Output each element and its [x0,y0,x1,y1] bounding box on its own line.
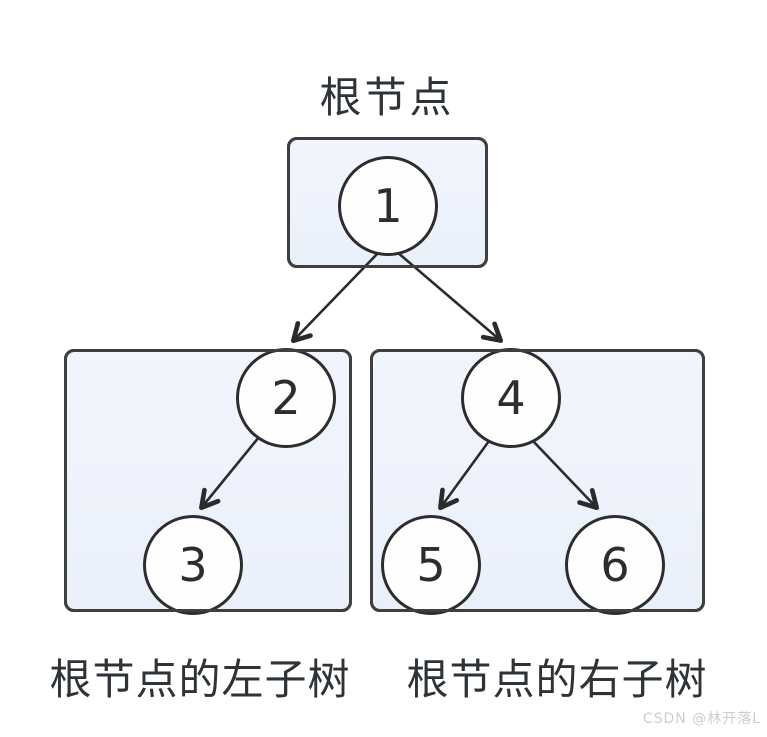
watermark-text: CSDN @林开落L [642,711,761,727]
tree-node-6: 6 [565,515,665,615]
tree-node-1: 1 [338,156,438,256]
tree-node-5: 5 [381,515,481,615]
tree-node-3: 3 [143,515,243,615]
right-subtree-label: 根节点的右子树 [406,655,708,704]
left-subtree-label: 根节点的左子树 [49,655,351,704]
tree-node-2: 2 [236,348,336,448]
root-node-title: 根节点 [319,73,455,122]
tree-node-4: 4 [461,348,561,448]
